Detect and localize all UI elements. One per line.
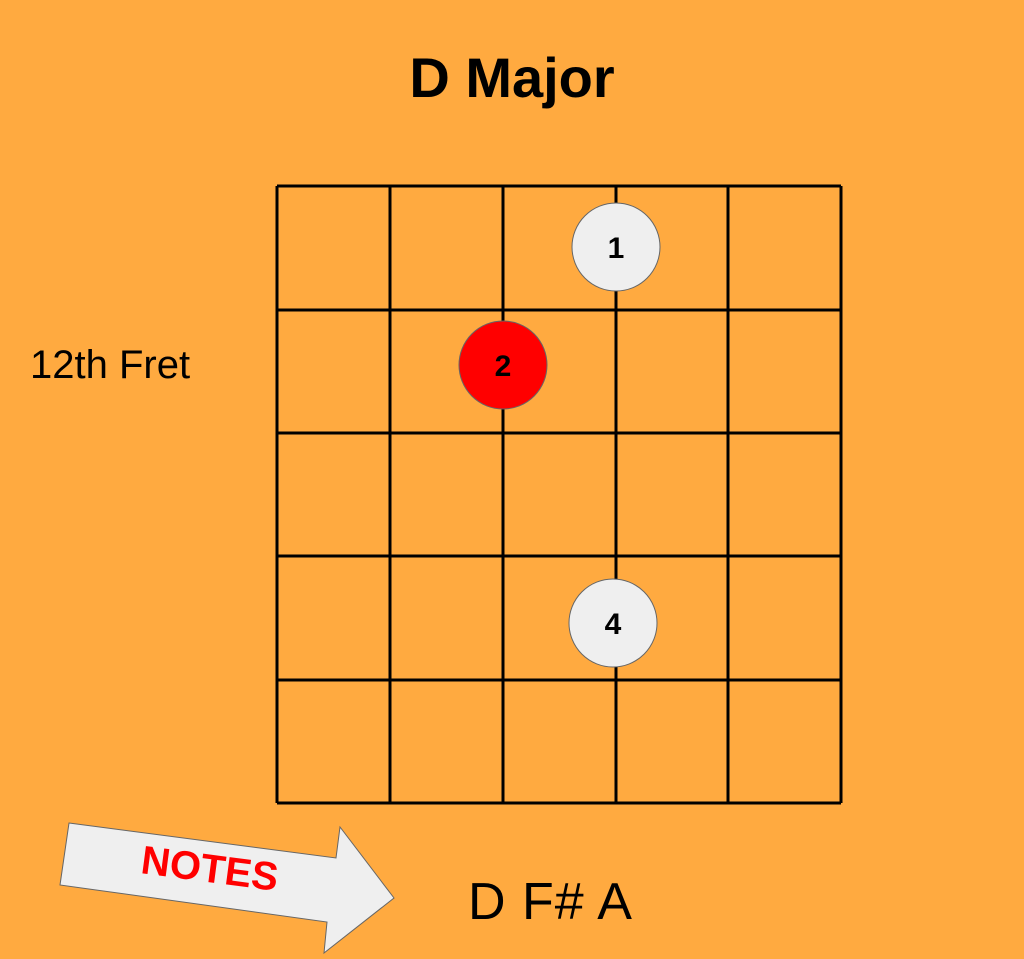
notes-arrow: NOTES	[59, 822, 395, 955]
arrow-icon	[59, 822, 395, 955]
finger-number: 2	[495, 350, 512, 383]
fret-position-label: 12th Fret	[30, 343, 191, 387]
finger-dot-2: 2	[458, 320, 548, 410]
chord-notes: D F# A	[468, 873, 633, 931]
finger-dot-1: 1	[571, 202, 661, 292]
finger-dot-4: 4	[568, 578, 658, 668]
chord-title: D Major	[409, 46, 615, 109]
fretboard-grid	[275, 184, 843, 805]
finger-number: 1	[608, 232, 625, 265]
finger-number: 4	[605, 608, 622, 641]
